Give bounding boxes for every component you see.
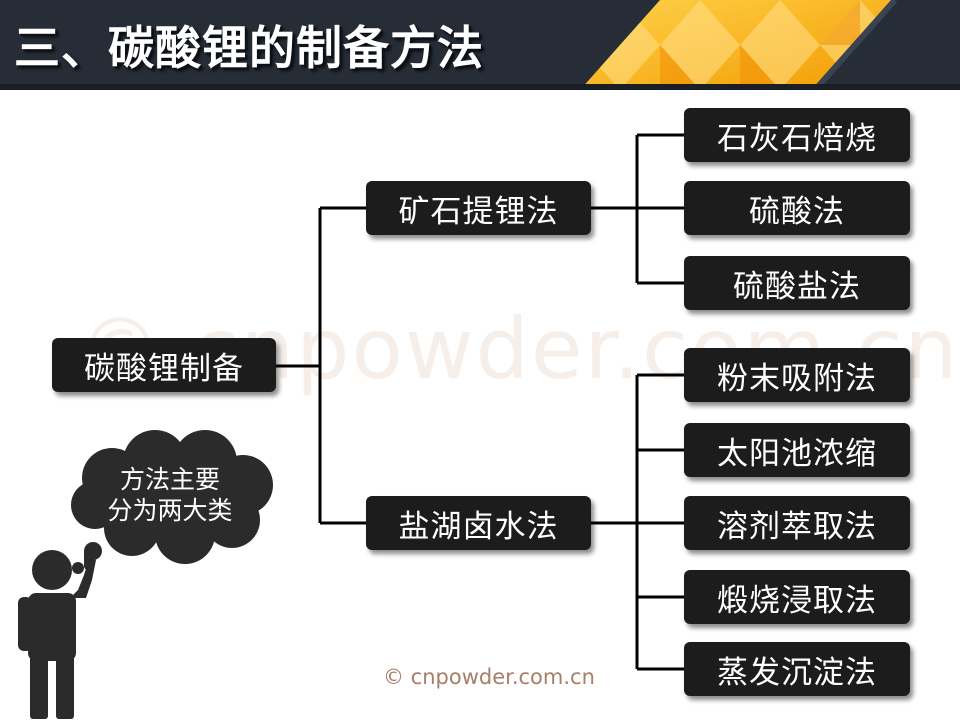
method-node: 粉末吸附法 [684,348,910,402]
method-node: 硫酸法 [684,181,910,235]
method-node: 煅烧浸取法 [684,570,910,624]
method-node: 石灰石焙烧 [684,108,910,162]
page-title: 三、碳酸锂的制备方法 [14,21,484,75]
branch-node-ore: 矿石提锂法 [366,181,591,235]
thought-bubble-line: 方法主要 [119,465,220,494]
method-node: 太阳池浓缩 [684,423,910,477]
method-node: 硫酸盐法 [684,256,910,310]
method-node: 蒸发沉淀法 [684,642,910,696]
method-node: 溶剂萃取法 [684,496,910,550]
footer-watermark: © cnpowder.com.cn [383,665,595,689]
root-node: 碳酸锂制备 [52,338,276,392]
thought-bubble-text: 方法主要 分为两大类 [80,464,260,526]
header-bar: 三、碳酸锂的制备方法 [0,0,960,90]
header-decoration [0,0,960,90]
thought-bubble-line: 分为两大类 [107,496,233,525]
branch-node-brine: 盐湖卤水法 [366,496,591,550]
